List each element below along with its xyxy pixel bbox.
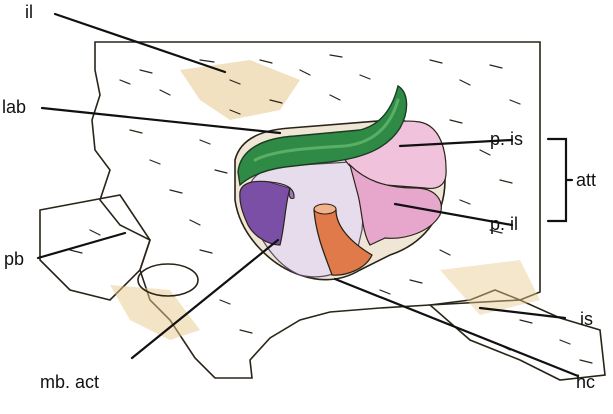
bone-shading-lower [110,285,200,340]
leader-pb [36,231,127,260]
purple-fold [239,180,291,246]
bone-shading-right [440,260,540,315]
leader-lines [36,12,580,378]
pubis-extension [39,194,151,301]
fold-edge [269,181,295,200]
label-il: il [25,2,33,22]
acetabular-labrum [237,84,408,187]
labels: il lab pb p. is p. il att is mb. act hc [2,2,596,392]
ligament-cut-surface [313,203,337,215]
leader-p-il [393,202,514,227]
label-lab: lab [2,97,26,117]
ischium-extension [427,299,606,381]
bone-shading-upper [180,60,300,120]
label-pb: pb [4,249,24,269]
label-p-is: p. is [490,129,523,149]
hip-bone-body [91,41,541,379]
obturator-foramen [137,263,199,297]
acetabulum [234,84,447,281]
label-hc: hc [576,372,595,392]
label-att: att [576,170,596,190]
leader-p-is [398,138,514,148]
leader-mb-act [130,238,280,360]
leader-is [478,306,567,320]
label-p-il: p. il [490,214,518,234]
leader-il [53,12,227,74]
att-bracket [546,137,574,223]
leader-hc [333,277,580,378]
bone-illustration [39,41,606,381]
labrum-highlight [253,98,400,162]
label-mb-act: mb. act [40,372,99,392]
leader-lab [40,106,282,135]
label-is: is [580,309,593,329]
